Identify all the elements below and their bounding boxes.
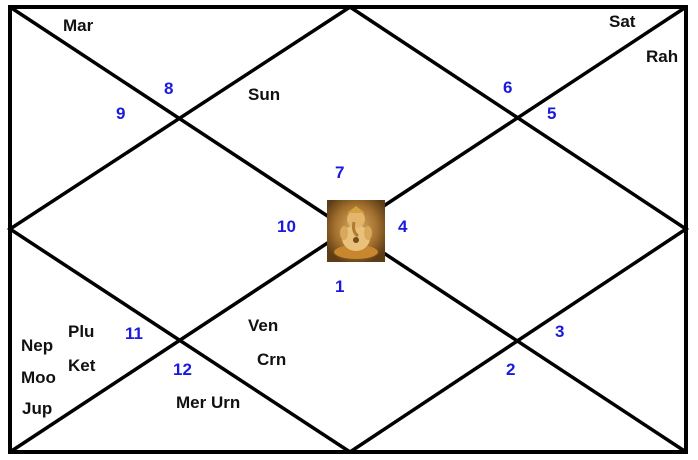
house-number-5: 5 [547,105,556,122]
house-number-12: 12 [173,361,192,378]
planet-sat: Sat [609,13,635,30]
planet-moo: Moo [21,369,56,386]
house-number-9: 9 [116,105,125,122]
house-number-7: 7 [335,164,344,181]
house-number-1: 1 [335,278,344,295]
planet-crn: Crn [257,351,286,368]
planet-sun: Sun [248,86,280,103]
house-number-4: 4 [398,218,407,235]
ganesha-icon [327,200,385,262]
planet-mer-urn: Mer Urn [176,394,240,411]
house-number-8: 8 [164,80,173,97]
planet-mar: Mar [63,17,93,34]
house-number-11: 11 [125,325,143,342]
house-number-3: 3 [555,323,564,340]
planet-nep: Nep [21,337,53,354]
planet-jup: Jup [22,400,52,417]
house-number-6: 6 [503,79,512,96]
planet-plu: Plu [68,323,94,340]
planet-ket: Ket [68,357,95,374]
planet-ven: Ven [248,317,278,334]
house-number-2: 2 [506,361,515,378]
planet-rah: Rah [646,48,678,65]
house-number-10: 10 [277,218,296,235]
